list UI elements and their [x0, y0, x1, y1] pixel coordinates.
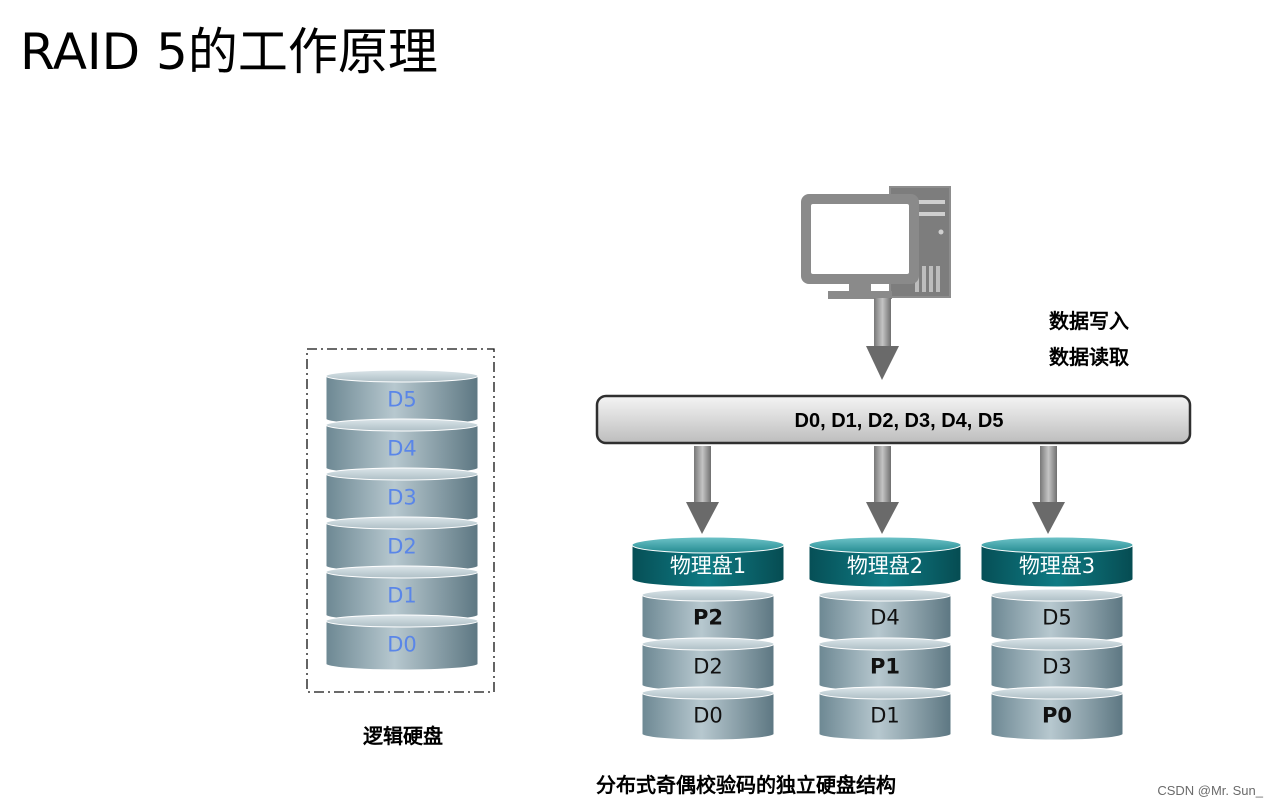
- data-block-label: D0: [693, 704, 723, 728]
- logical-layer-d0: D0: [325, 614, 479, 671]
- page-title: RAID 5的工作原理: [20, 23, 438, 81]
- data-block-label: D4: [870, 606, 900, 630]
- logical-layer-label: D5: [387, 388, 417, 412]
- logical-layer-d5: D5: [325, 369, 479, 426]
- data-block-label: D1: [870, 704, 900, 728]
- physical-disk-name: 物理盘3: [1019, 554, 1095, 578]
- logical-layer-label: D0: [387, 633, 417, 657]
- computer-icon: [801, 186, 951, 299]
- physical-disk-name: 物理盘2: [847, 554, 923, 578]
- bottom-caption: 分布式奇偶校验码的独立硬盘结构: [596, 773, 896, 797]
- physical-layer-d2: D2: [641, 637, 775, 692]
- logical-layer-label: D2: [387, 535, 417, 559]
- physical-layer-d3: D3: [990, 637, 1124, 692]
- logical-disk-frame: [306, 348, 495, 693]
- logical-layer-d2: D2: [325, 516, 479, 573]
- logical-layer-d4: D4: [325, 418, 479, 475]
- arrow-bus-to-disk1: [686, 446, 719, 534]
- arrow-bus-to-disk2: [866, 446, 899, 534]
- logical-layer-label: D1: [387, 584, 417, 608]
- arrow-computer-to-bus: [866, 298, 899, 380]
- logical-layer-label: D3: [387, 486, 417, 510]
- logical-layer-label: D4: [387, 437, 417, 461]
- data-bus-label: D0, D1, D2, D3, D4, D5: [795, 410, 1004, 432]
- logical-layer-d3: D3: [325, 467, 479, 524]
- data-bus: [595, 394, 1192, 445]
- physical-disk-header: 物理盘2: [808, 536, 962, 588]
- physical-layer-d4: D4: [818, 588, 952, 643]
- physical-layer-p0: P0: [990, 686, 1124, 741]
- physical-disk-header: 物理盘3: [980, 536, 1134, 588]
- physical-layer-d1: D1: [818, 686, 952, 741]
- logical-layer-d1: D1: [325, 565, 479, 622]
- parity-block-label: P0: [1042, 704, 1072, 728]
- arrow-bus-to-disk3: [1032, 446, 1065, 534]
- logical-disk-caption: 逻辑硬盘: [363, 724, 443, 748]
- watermark: CSDN @Mr. Sun_: [1157, 783, 1263, 798]
- data-block-label: D2: [693, 655, 723, 679]
- physical-layer-d0: D0: [641, 686, 775, 741]
- data-block-label: D3: [1042, 655, 1072, 679]
- physical-disk-name: 物理盘1: [670, 554, 746, 578]
- data-read-label: 数据读取: [1049, 345, 1129, 369]
- parity-block-label: P2: [693, 606, 723, 630]
- physical-layer-d5: D5: [990, 588, 1124, 643]
- physical-layer-p1: P1: [818, 637, 952, 692]
- parity-block-label: P1: [870, 655, 900, 679]
- data-block-label: D5: [1042, 606, 1072, 630]
- data-write-label: 数据写入: [1049, 309, 1129, 333]
- physical-disk-header: 物理盘1: [631, 536, 785, 588]
- physical-layer-p2: P2: [641, 588, 775, 643]
